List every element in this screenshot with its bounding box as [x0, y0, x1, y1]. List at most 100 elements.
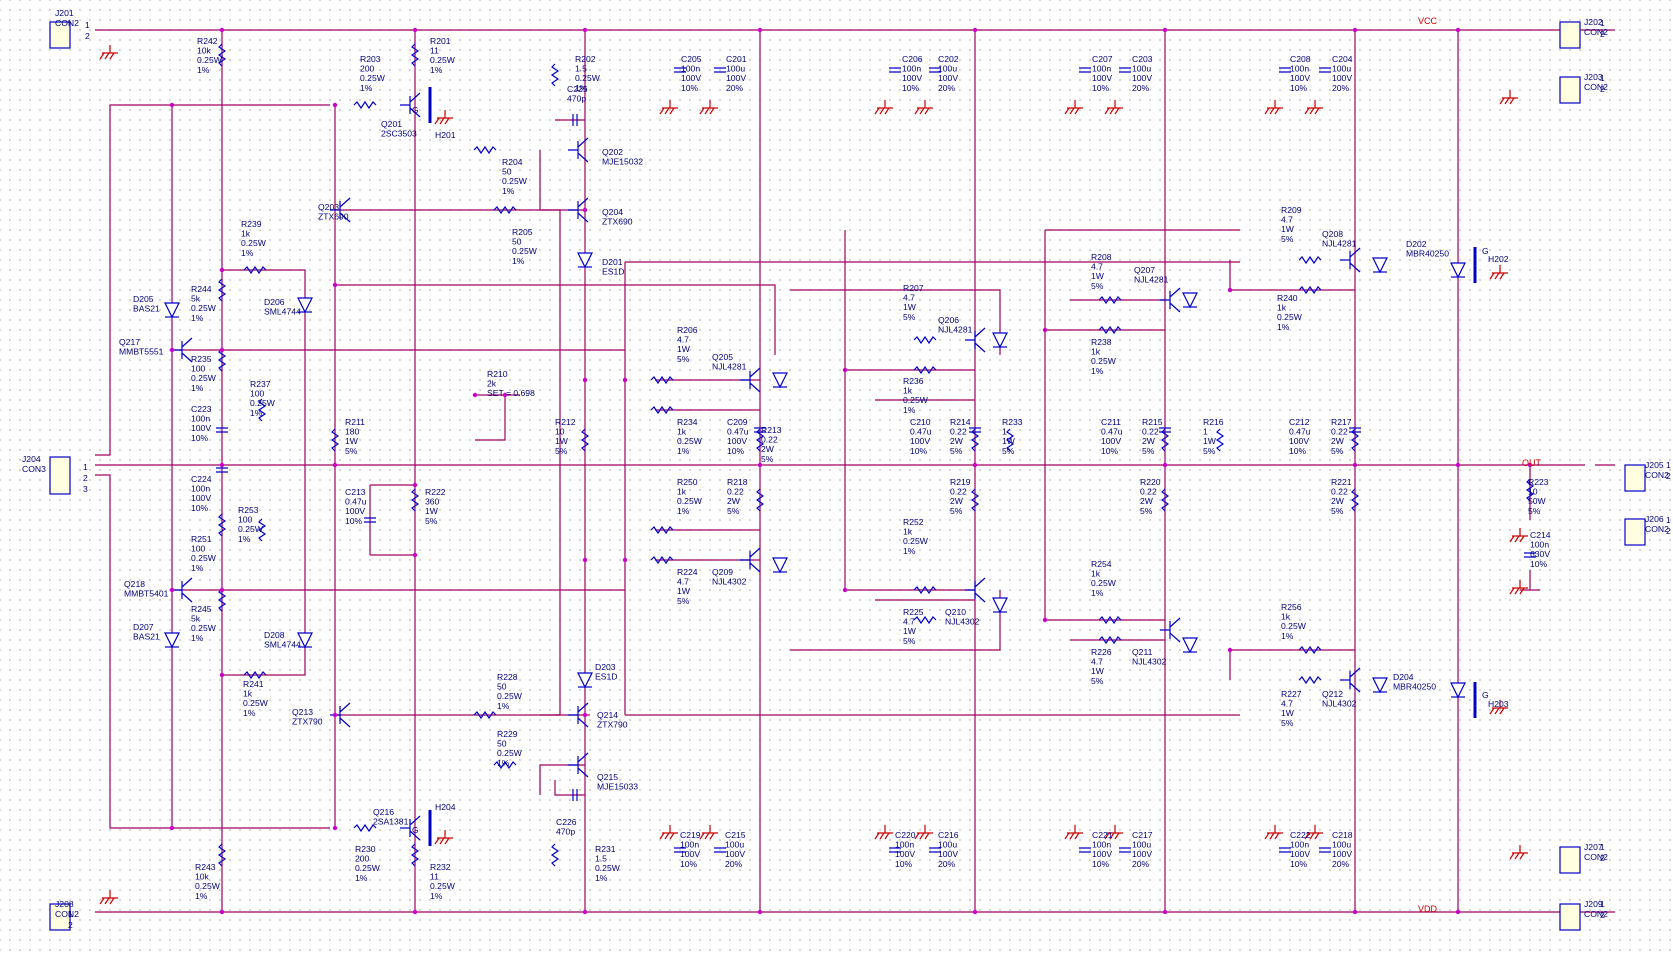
- junction-dot: [332, 102, 338, 108]
- label-line: 100n: [1290, 64, 1309, 74]
- connector-type-label: CON2: [1584, 909, 1608, 919]
- ground-symbol: [1509, 528, 1528, 543]
- connector-type-label: CON2: [1584, 27, 1608, 37]
- label-line: 1%: [1091, 366, 1104, 376]
- capacitor-symbol: [714, 847, 726, 853]
- resistor-symbol: [493, 205, 517, 215]
- connector-ref-label: J207: [1584, 842, 1603, 852]
- label-line: 100n: [680, 840, 699, 850]
- diode-symbol: [1372, 677, 1388, 694]
- label-line: 0.25W: [238, 524, 264, 534]
- transistor-symbol: [740, 547, 761, 573]
- resistor-symbol: [1298, 645, 1322, 655]
- label-h203: H203: [1488, 699, 1509, 709]
- resistor-symbol: [1525, 478, 1535, 502]
- resistor-symbol: [353, 100, 377, 110]
- label-line: R225: [903, 607, 924, 617]
- resistor-symbol: [1215, 428, 1225, 452]
- label-line: C226: [556, 817, 577, 827]
- connector-type-label: CON2: [1645, 524, 1669, 534]
- ground-symbol: [1064, 825, 1083, 840]
- capacitor-symbol: [929, 67, 941, 73]
- label-line: 0.25W: [1091, 578, 1117, 588]
- net-label-vdd: VDD: [1418, 904, 1438, 914]
- label-line: 10%: [1101, 446, 1119, 456]
- label-line: 5%: [727, 506, 740, 516]
- label-line: ES1D: [602, 267, 624, 277]
- label-line: 0.22: [1140, 487, 1157, 497]
- label-line: R229: [497, 729, 518, 739]
- connector-pin-label: 2: [83, 473, 88, 483]
- label-line: R220: [1140, 477, 1161, 487]
- label-line: 2W: [1140, 496, 1154, 506]
- label-line: 4.7: [677, 577, 689, 587]
- label-line: R239: [241, 219, 262, 229]
- label-line: NJL4302: [1322, 699, 1357, 709]
- label-line: C208: [1290, 54, 1311, 64]
- junction-dot: [1042, 327, 1048, 333]
- label-line: H202: [1488, 254, 1509, 264]
- label-line: 5%: [903, 312, 916, 322]
- connector-body: [1559, 903, 1581, 931]
- label-line: 2SA1381: [373, 817, 409, 827]
- label-line: 10%: [191, 503, 209, 513]
- label-line: NJL4281: [1322, 239, 1357, 249]
- label-line: R228: [497, 672, 518, 682]
- label-line: R238: [1091, 337, 1112, 347]
- connector-ref-label: J202: [1584, 17, 1603, 27]
- label-line: ES1D: [595, 672, 617, 682]
- label-line: 5%: [1203, 446, 1216, 456]
- label-line: 5k: [191, 294, 201, 304]
- label-h201: H201: [435, 130, 456, 140]
- resistor-symbol: [913, 365, 937, 375]
- label-line: 0.47u: [1289, 427, 1311, 437]
- label-line: 1W: [677, 344, 691, 354]
- label-line: 0.25W: [191, 553, 217, 563]
- connector-ref-label: J206: [1645, 514, 1664, 524]
- junction-dot: [582, 909, 588, 915]
- label-line: 4.7: [903, 617, 915, 627]
- label-line: NJL4302: [1132, 657, 1167, 667]
- capacitor-symbol: [1119, 67, 1131, 73]
- label-line: C225: [567, 84, 588, 94]
- label-line: 100V: [191, 423, 211, 433]
- label-line: 0.47u: [1101, 427, 1123, 437]
- label-line: 1k: [677, 487, 687, 497]
- ground-symbol: [1104, 825, 1123, 840]
- label-line: R253: [238, 505, 259, 515]
- diode-symbol: [164, 302, 180, 319]
- label-line: 10%: [1092, 859, 1110, 869]
- transistor-symbol: [965, 327, 986, 353]
- label-line: 0.25W: [191, 373, 217, 383]
- resistor-symbol: [650, 375, 674, 385]
- ground-symbol: [1064, 100, 1083, 115]
- resistor-symbol: [330, 428, 340, 452]
- label-line: 5%: [345, 446, 358, 456]
- label-line: 1W: [1281, 708, 1295, 718]
- resistor-symbol: [1005, 428, 1015, 452]
- transistor-symbol: [568, 752, 589, 778]
- label-line: 50W: [1528, 496, 1547, 506]
- label-line: Q207: [1134, 265, 1155, 275]
- resistor-symbol: [410, 843, 420, 867]
- label-line: 100V: [1101, 436, 1121, 446]
- label-line: R217: [1331, 417, 1352, 427]
- label-line: 0.25W: [1091, 356, 1117, 366]
- label-line: 0.25W: [502, 176, 528, 186]
- connector-type-label: CON2: [1584, 852, 1608, 862]
- label-line: 10%: [895, 859, 913, 869]
- label-line: 0.25W: [575, 73, 601, 83]
- label-line: D208: [264, 630, 285, 640]
- resistor-symbol: [755, 488, 765, 512]
- junction-dot: [1455, 462, 1461, 468]
- label-line: 0.25W: [903, 395, 929, 405]
